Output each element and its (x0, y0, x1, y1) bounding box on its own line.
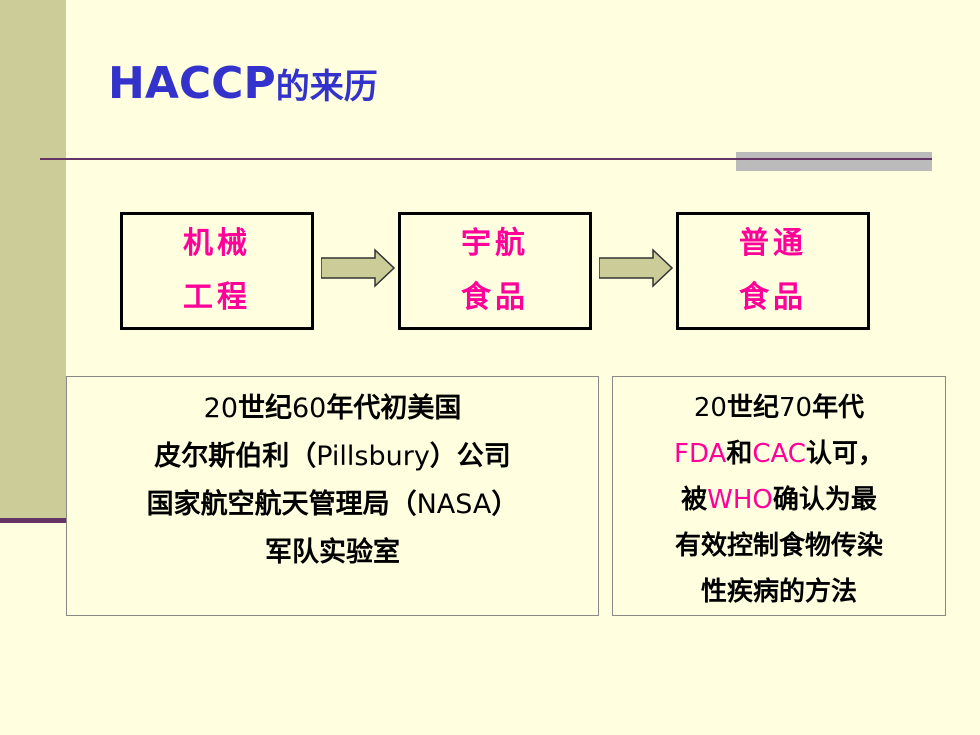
stage-label-line1: 普通 (739, 226, 807, 261)
recognition-line-2: FDA和CAC认可， (674, 439, 884, 469)
origin-line-3: 国家航空航天管理局（NASA） (146, 489, 519, 520)
recognition-panel: 20世纪70年代 FDA和CAC认可， 被WHO确认为最 有效控制食物传染 性疾… (612, 376, 946, 616)
recognition-line-3: 被WHO确认为最 (681, 485, 877, 515)
stage-label-line2: 食品 (739, 280, 807, 315)
recognition-line-5: 性疾病的方法 (700, 577, 857, 607)
stage-box-mechanical: 机械 工程 (120, 212, 314, 330)
slide-title: HACCP的来历 (108, 58, 378, 109)
stage-box-common: 普通 食品 (676, 212, 870, 330)
recognition-line-1: 20世纪70年代 (693, 393, 865, 423)
title-cjk: 的来历 (275, 67, 378, 107)
left-sidebar-bar (0, 0, 66, 520)
origin-line-2: 皮尔斯伯利（Pillsbury）公司 (154, 441, 511, 472)
stage-label-line1: 宇航 (461, 226, 529, 261)
title-latin: HACCP (108, 58, 276, 109)
stage-label-line2: 工程 (183, 280, 251, 315)
title-divider-accent (736, 152, 932, 171)
stage-box-aerospace: 宇航 食品 (398, 212, 592, 330)
recognition-line-4: 有效控制食物传染 (674, 531, 883, 561)
origin-line-1: 20世纪60年代初美国 (203, 393, 462, 424)
stage-label-line1: 机械 (183, 226, 251, 261)
origin-line-4: 军队实验室 (265, 537, 400, 568)
origin-panel: 20世纪60年代初美国 皮尔斯伯利（Pillsbury）公司 国家航空航天管理局… (66, 376, 599, 616)
arrow-right-icon (599, 248, 673, 288)
title-divider (40, 158, 930, 160)
stage-label-line2: 食品 (461, 280, 529, 315)
arrow-right-icon (321, 248, 395, 288)
sidebar-accent-line (0, 518, 66, 523)
